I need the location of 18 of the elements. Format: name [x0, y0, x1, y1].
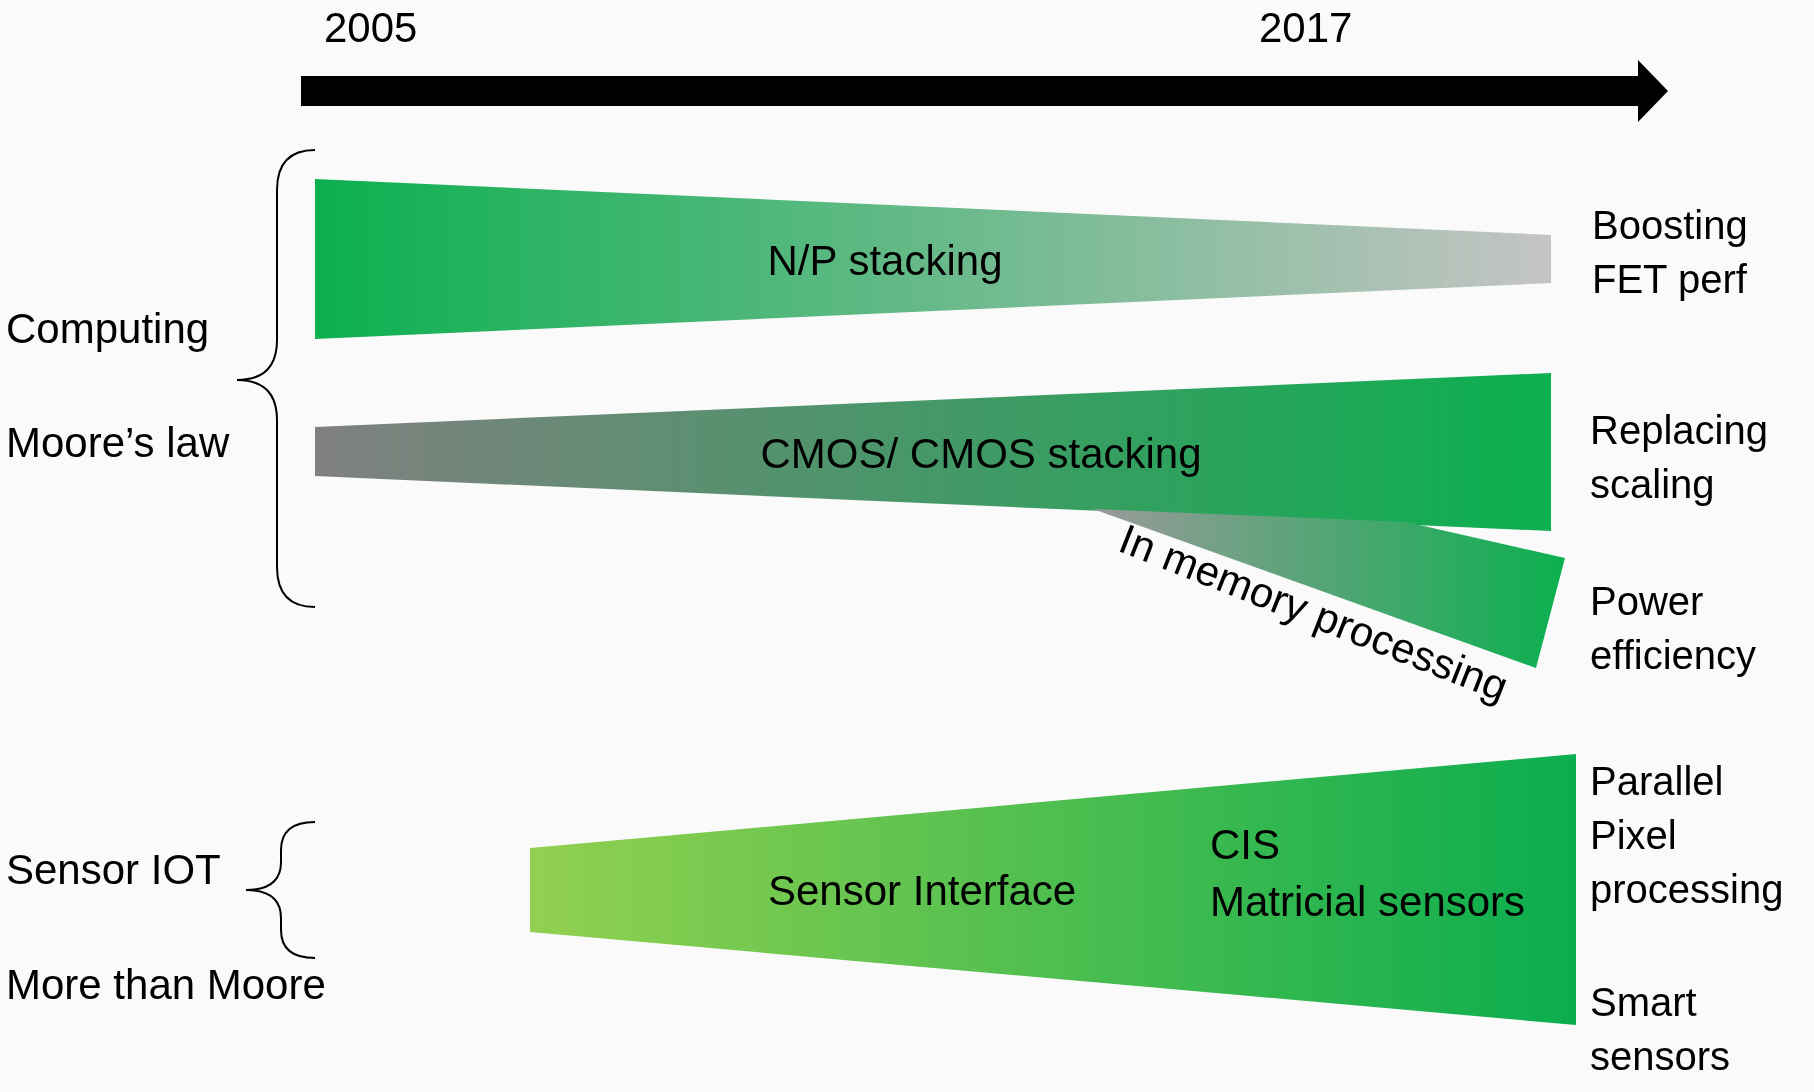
band-label: CMOS/ CMOS stacking: [760, 430, 1202, 479]
category-label: Moore’s law: [6, 419, 230, 468]
band-label: Sensor Interface: [768, 867, 1077, 916]
category-label: More than Moore: [6, 961, 326, 1010]
band-label: CIS: [1210, 821, 1280, 870]
band-label: N/P stacking: [767, 237, 1003, 286]
outcome-label: Parallel Pixel processing: [1590, 758, 1785, 913]
category-label: Sensor IOT: [6, 846, 221, 895]
year-label: 2017: [1259, 4, 1353, 53]
year-label: 2005: [324, 4, 418, 53]
outcome-label: Power efficiency: [1590, 578, 1757, 679]
band-label: Matricial sensors: [1210, 878, 1526, 927]
category-label: Computing: [6, 305, 210, 354]
trend-band: [315, 179, 1551, 339]
outcome-label: Boosting FET perf: [1592, 202, 1749, 303]
trend-band: [530, 754, 1576, 1025]
outcome-label: Smart sensors: [1590, 979, 1732, 1080]
outcome-label: Replacing scaling: [1590, 407, 1769, 508]
